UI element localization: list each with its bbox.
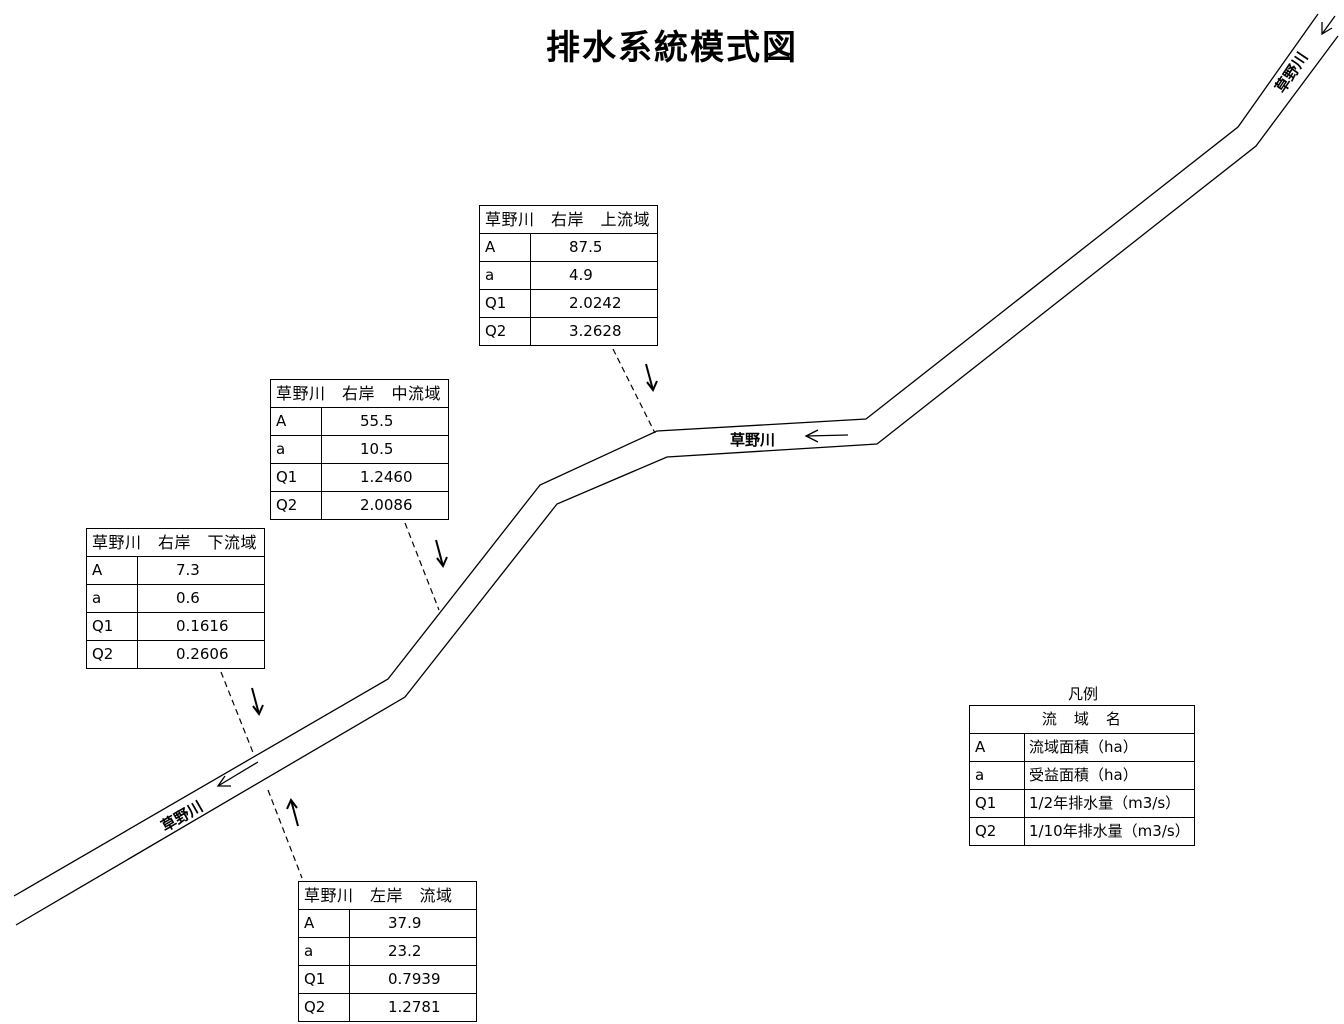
row-key: Q2 [479,317,531,346]
row-key: Q1 [270,463,322,492]
row-key: Q2 [86,640,138,669]
connector-line [220,671,255,756]
connector-line [404,522,440,611]
row-value: 7.3 [137,556,265,585]
row-value: 2.0242 [530,289,658,318]
connector-line [267,789,303,879]
row-key: A [479,233,531,262]
inflow-arrow-icon [286,798,299,827]
row-value: 2.0086 [321,491,449,520]
page-title: 排水系統模式図 [546,28,798,68]
inflow-arrow-icon [645,363,658,392]
row-value: 1.2781 [349,993,477,1022]
row-key: Q1 [86,612,138,641]
row-value: 4.9 [530,261,658,290]
legend-title: 凡例 [1068,685,1099,703]
row-value: 0.6 [137,584,265,613]
legend-key: a [969,761,1025,790]
legend-desc: 1/10年排水量（m3/s） [1024,817,1195,846]
legend-key: Q2 [969,817,1025,846]
row-value: 55.5 [321,407,449,436]
row-key: a [298,937,350,966]
row-key: a [86,584,138,613]
river-label-middle: 草野川 [730,431,775,449]
row-key: A [298,909,350,938]
row-value: 0.7939 [349,965,477,994]
legend-key: A [969,733,1025,762]
flow-arrow-icon [1321,15,1336,36]
row-value: 37.9 [349,909,477,938]
row-value: 0.1616 [137,612,265,641]
row-key: A [270,407,322,436]
row-value: 3.2628 [530,317,658,346]
row-key: Q2 [298,993,350,1022]
river-label-lower: 草野川 [158,797,206,835]
legend-key: Q1 [969,789,1025,818]
row-key: Q1 [298,965,350,994]
inflow-arrow-icon [251,687,264,716]
basin-name: 草野川 右岸 中流域 [270,379,449,408]
legend-desc: 受益面積（ha） [1024,761,1195,790]
flow-arrow-icon [216,761,259,787]
connector-line [612,348,656,434]
row-key: Q1 [479,289,531,318]
river-lower-bank [15,35,1339,926]
row-key: A [86,556,138,585]
row-key: a [270,435,322,464]
row-value: 0.2606 [137,640,265,669]
row-value: 87.5 [530,233,658,262]
row-value: 1.2460 [321,463,449,492]
legend-desc: 1/2年排水量（m3/s） [1024,789,1195,818]
basin-name: 草野川 右岸 上流域 [479,205,658,234]
row-value: 10.5 [321,435,449,464]
row-value: 23.2 [349,937,477,966]
inflow-arrow-icon [435,539,448,568]
river-upper-bank [13,13,1319,897]
legend-desc: 流域面積（ha） [1024,733,1195,762]
row-key: Q2 [270,491,322,520]
row-key: a [479,261,531,290]
basin-name: 草野川 左岸 流域 [298,881,477,910]
flow-arrow-icon [804,429,849,443]
legend-header: 流 域 名 [969,705,1195,734]
basin-name: 草野川 右岸 下流域 [86,528,265,557]
